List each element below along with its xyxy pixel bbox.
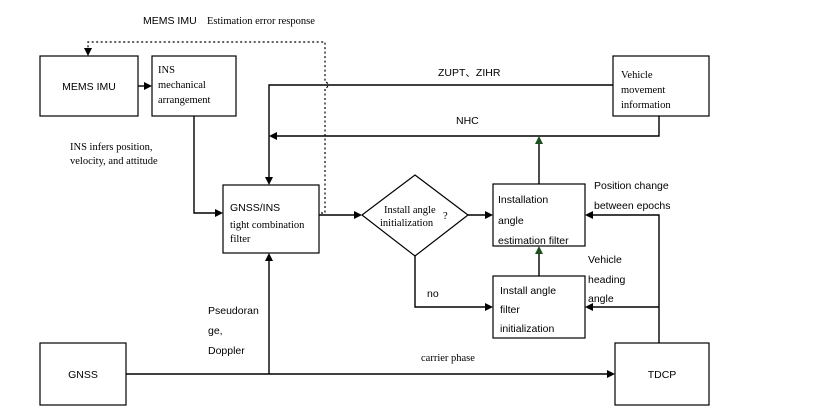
filter-init-line-1: Install angle xyxy=(500,285,556,297)
arrowhead xyxy=(607,370,615,378)
ins-mechanical-box xyxy=(151,55,237,117)
gnss-ins-line-3: filter xyxy=(230,234,251,245)
vehicle-heading-line-2: heading xyxy=(588,274,626,286)
estimation-line-1: Installation xyxy=(498,194,548,206)
install-angle-filter-init-box xyxy=(492,275,586,339)
arrowhead xyxy=(535,136,543,144)
decision-no-line xyxy=(414,256,487,308)
pseudorange-line-1: Pseudoran xyxy=(208,305,259,317)
arrowhead xyxy=(485,303,493,311)
nhc-line xyxy=(275,116,660,137)
vehicle-movement-info-box xyxy=(612,55,710,117)
decision-question-mark: ? xyxy=(443,211,448,222)
decision-line-2: initialization xyxy=(380,218,434,229)
vehicle-info-line-2: movement xyxy=(621,85,665,96)
ins-mech-line-2: mechanical xyxy=(158,80,206,91)
arrowhead xyxy=(354,211,362,219)
ins-to-gnss-ins-line xyxy=(193,116,217,214)
position-change-line-2: between epochs xyxy=(594,200,670,212)
ins-mech-line-1: INS xyxy=(158,65,175,76)
ins-infers-line-1: INS infers position, xyxy=(70,142,153,153)
ins-mech-line-3: arrangement xyxy=(158,95,211,106)
arrowhead xyxy=(485,211,493,219)
pseudorange-line-3: Doppler xyxy=(208,345,245,357)
arrowhead xyxy=(269,132,277,140)
gnss-ins-line-1: GNSS/INS xyxy=(230,202,280,214)
arrowhead xyxy=(265,253,273,261)
gnss-box-label: GNSS xyxy=(68,369,98,381)
no-label: no xyxy=(427,288,439,300)
estimation-line-3: estimation filter xyxy=(498,235,569,247)
arrowhead xyxy=(265,177,273,185)
zupt-zihr-line xyxy=(268,84,613,179)
gnss-ins-filter-box xyxy=(222,184,320,254)
nhc-label: NHC xyxy=(456,115,479,127)
filter-init-line-3: initialization xyxy=(500,323,554,335)
mems-imu-box-label: MEMS IMU xyxy=(62,81,116,93)
estimation-line-2: angle xyxy=(498,215,524,227)
vehicle-heading-line-1: Vehicle xyxy=(588,254,622,266)
pseudorange-line-2: ge, xyxy=(208,325,223,337)
decision-line-1: Install angle xyxy=(384,205,436,216)
carrier-phase-label: carrier phase xyxy=(421,353,475,364)
arrowhead xyxy=(215,209,223,217)
arrowhead xyxy=(535,246,543,254)
arrowhead xyxy=(144,82,152,90)
mems-imu-box xyxy=(39,55,139,117)
gnss-ins-line-2: tight combination xyxy=(230,220,305,231)
gnss-box xyxy=(39,342,127,406)
vehicle-heading-line-3: angle xyxy=(588,293,614,305)
vehicle-info-line-1: Vehicle xyxy=(621,70,653,81)
estimation-error-label: Estimation error response xyxy=(207,16,315,27)
arrowhead xyxy=(84,48,92,56)
arrowhead xyxy=(585,303,593,311)
mems-imu-top-label: MEMS IMU xyxy=(143,15,197,27)
vehicle-info-line-3: information xyxy=(621,100,671,111)
arrowhead xyxy=(585,211,593,219)
tdcp-box xyxy=(614,342,710,406)
zupt-zihr-label: ZUPT、ZIHR xyxy=(438,67,501,79)
ins-infers-line-2: velocity, and attitude xyxy=(70,156,158,167)
position-change-line-1: Position change xyxy=(594,180,669,192)
position-change-line xyxy=(591,214,660,343)
tdcp-box-label: TDCP xyxy=(648,369,677,381)
filter-init-line-2: filter xyxy=(500,304,520,316)
